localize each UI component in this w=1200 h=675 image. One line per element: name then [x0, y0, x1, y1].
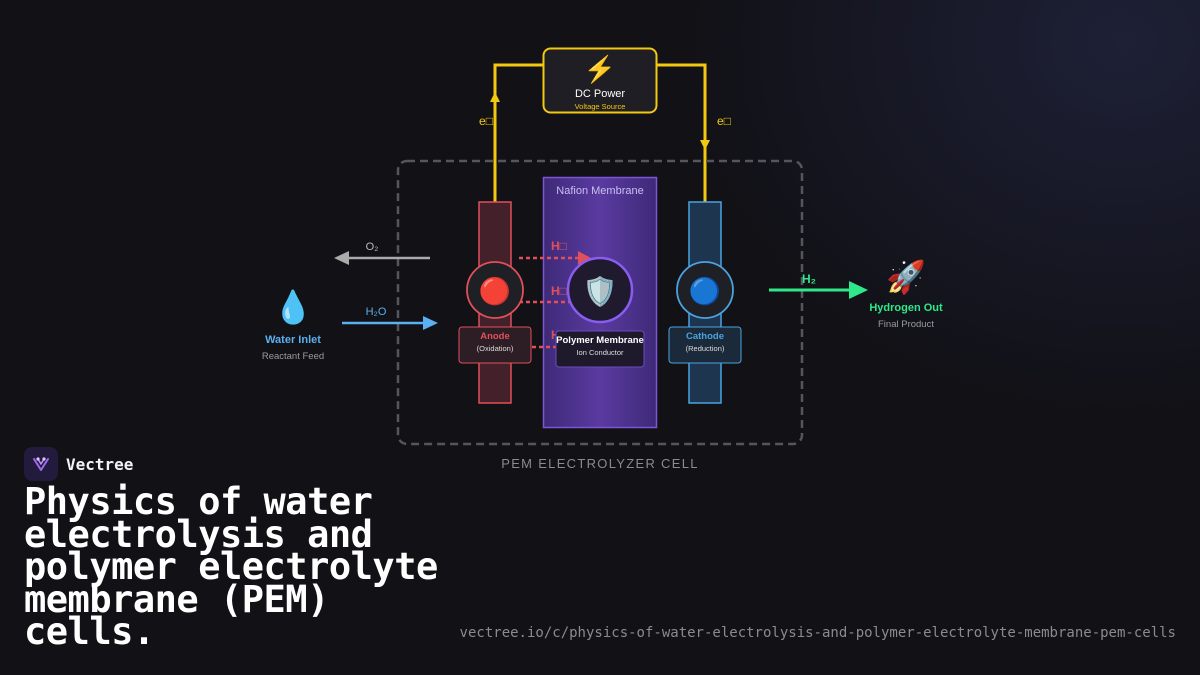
hydrogen-label: H₂ [802, 272, 816, 286]
proton-label-2: H□ [551, 284, 567, 298]
rocket-icon: 🚀 [886, 259, 926, 295]
anode-title: Anode [480, 331, 510, 342]
power-title: DC Power [575, 88, 625, 100]
oxygen-arrow-head [334, 251, 349, 265]
cathode-node: 🔵 Cathode (Reduction) [668, 261, 742, 364]
anode-subtitle: (Oxidation) [477, 344, 514, 353]
cathode-subtitle: (Reduction) [686, 344, 725, 353]
anode-node: 🔴 Anode (Oxidation) [458, 261, 532, 364]
membrane-node-title: Polymer Membrane [556, 335, 644, 346]
electron-arrow-up [490, 92, 500, 102]
hydrogen-out: 🚀 Hydrogen Out Final Product [869, 259, 943, 330]
water-inlet-title: Water Inlet [265, 334, 321, 346]
background-glow [680, 0, 1200, 420]
hydrogen-out-subtitle: Final Product [878, 319, 934, 330]
membrane-node: 🛡️ Polymer Membrane Ion Conductor [555, 256, 645, 368]
water-label: H₂O [366, 306, 387, 318]
proton-arrow-1 [578, 251, 591, 265]
dc-power-source: ⚡ DC Power Voltage Source [542, 47, 658, 114]
membrane-title: Nafion Membrane [556, 185, 643, 197]
wire-right [655, 63, 707, 202]
water-inlet: 💧 Water Inlet Reactant Feed [262, 289, 324, 362]
water-drop-icon: 💧 [273, 289, 313, 325]
hydrogen-arrow-head [849, 281, 868, 299]
membrane-node-subtitle: Ion Conductor [576, 348, 624, 357]
red-circle-icon: 🔴 [479, 276, 511, 306]
cell-label: PEM ELECTROLYZER CELL [501, 456, 699, 471]
cell-boundary [396, 159, 804, 446]
electron-arrow-down [700, 140, 710, 150]
power-subtitle: Voltage Source [575, 102, 626, 111]
water-inlet-subtitle: Reactant Feed [262, 351, 324, 362]
proton-label-1: H□ [551, 239, 567, 253]
water-arrow-head [423, 316, 438, 330]
shield-icon: 🛡️ [583, 275, 618, 308]
brand: Vectree [24, 447, 133, 481]
page-url[interactable]: vectree.io/c/physics-of-water-electrolys… [459, 625, 1176, 641]
electron-label-right: e□ [717, 114, 731, 128]
blue-circle-icon: 🔵 [689, 276, 721, 306]
wire-left [493, 63, 545, 202]
oxygen-label: O₂ [366, 241, 379, 253]
brand-name: Vectree [66, 454, 134, 474]
lightning-icon: ⚡ [584, 54, 616, 85]
page-title: Physics of water electrolysis and polyme… [24, 480, 438, 653]
hydrogen-out-title: Hydrogen Out [869, 302, 943, 314]
vectree-logo-icon [24, 447, 58, 481]
cathode-title: Cathode [686, 331, 724, 342]
electron-label-left: e□ [479, 114, 493, 128]
